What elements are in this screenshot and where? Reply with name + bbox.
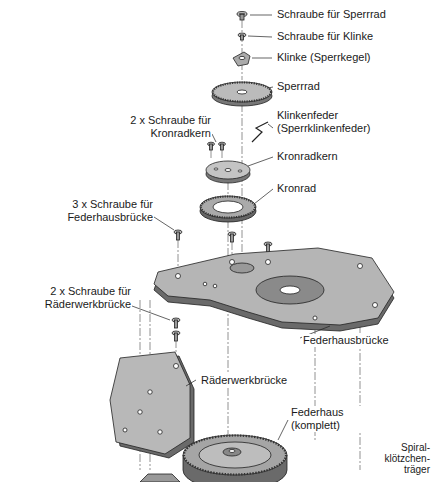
part-label: Federhaus (komplett) — [290, 406, 364, 432]
screw — [238, 33, 246, 40]
pawl — [233, 52, 250, 66]
part-label: 3 x Schraube für Federhausbrücke — [62, 198, 154, 224]
part-label: Schraube für Sperrrad — [276, 8, 387, 21]
part-label: Spiral- klötzchen- träger — [373, 442, 431, 475]
part-label: Räderwerkbrücke — [200, 374, 288, 387]
part-label: Klinke (Sperrkegel) — [276, 51, 372, 64]
barrel — [183, 435, 287, 482]
crown-wheel — [200, 196, 256, 222]
screw — [237, 12, 247, 21]
part-label: Federhausbrücke — [302, 334, 390, 347]
leader-lines — [132, 15, 330, 440]
crown-wheel-core — [206, 161, 250, 183]
screw — [172, 318, 180, 341]
part-label: Klinkenfeder (Sperrklinkenfeder) — [276, 109, 428, 135]
click-spring — [252, 122, 268, 142]
ratchet-wheel — [212, 82, 272, 106]
screw — [174, 230, 272, 252]
barrel-bridge — [154, 248, 394, 331]
part-label: 2 x Schraube für Kronradkern — [120, 114, 212, 140]
partial-part — [140, 474, 180, 482]
part-label: Kronradkern — [276, 150, 339, 163]
part-label: Kronrad — [276, 182, 317, 195]
screw — [208, 142, 226, 150]
part-label: Sperrrad — [276, 80, 321, 93]
part-label: Schraube für Klinke — [276, 30, 374, 43]
part-label: 2 x Schraube für Räderwerkbrücke — [40, 285, 132, 311]
train-bridge — [110, 352, 194, 458]
